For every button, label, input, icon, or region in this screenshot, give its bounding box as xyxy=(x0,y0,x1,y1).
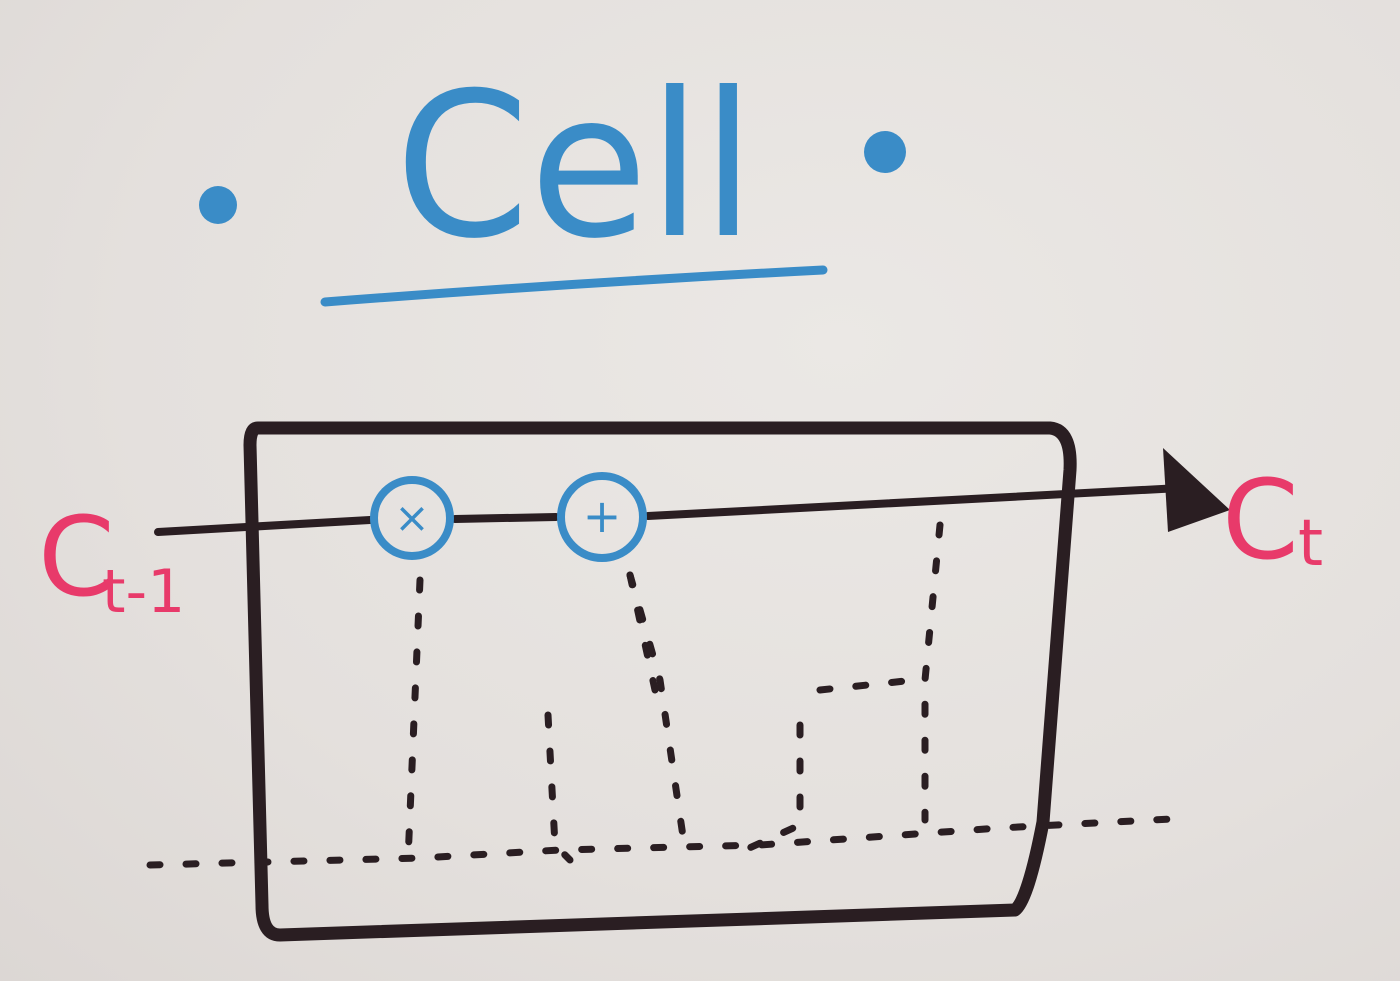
dash-left-middle xyxy=(544,711,574,864)
add-gate: + xyxy=(557,472,647,562)
title-text: Cell xyxy=(395,50,755,283)
dash-output-gate-down xyxy=(921,521,944,824)
dash-right-middle xyxy=(741,721,804,854)
title-right-dot xyxy=(864,131,906,173)
dash-gate-branch xyxy=(626,571,659,694)
input-label-main: C xyxy=(38,493,115,621)
title-group: Cell xyxy=(199,50,906,307)
output-label-main: C xyxy=(1222,456,1299,584)
cell-box xyxy=(243,421,1077,942)
multiply-gate: × xyxy=(370,476,454,560)
add-circle xyxy=(557,472,647,562)
multiply-circle xyxy=(370,476,454,560)
cell-state-arrowhead xyxy=(1163,448,1230,532)
cell-state-line xyxy=(154,484,1184,536)
multiply-symbol: × xyxy=(394,493,429,542)
dash-bottom-input xyxy=(146,814,1194,869)
output-label-subscript: t xyxy=(1298,507,1323,581)
title-left-dot xyxy=(199,186,237,224)
input-label-subscript: t-1 xyxy=(102,557,185,627)
dash-multiply-down xyxy=(404,576,424,864)
add-symbol: + xyxy=(583,489,622,543)
input-label: C t-1 xyxy=(38,493,185,627)
dash-right-branch xyxy=(816,676,919,694)
dashed-connections xyxy=(146,521,1194,869)
title-underline xyxy=(320,265,828,307)
output-label: C t xyxy=(1222,456,1323,584)
